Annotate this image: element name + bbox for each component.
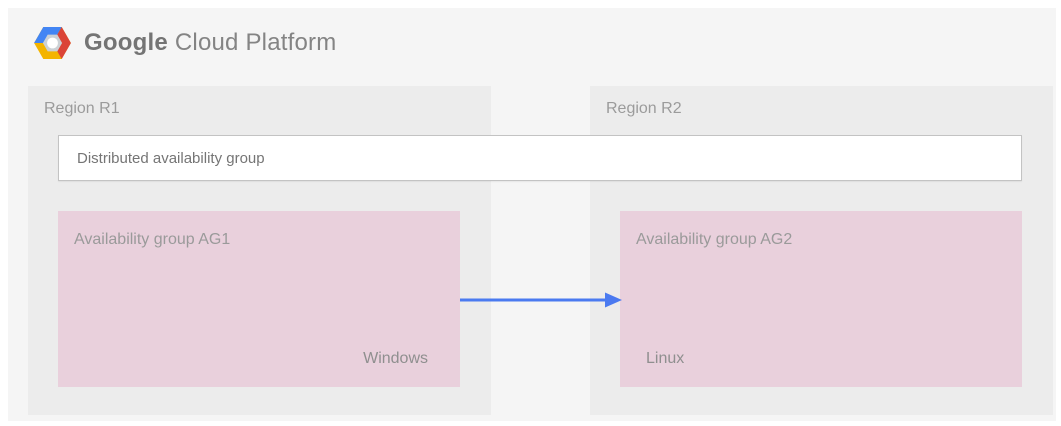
availability-group-ag2-box: Availability group AG2 Linux: [620, 211, 1022, 387]
distributed-availability-group-box: Distributed availability group: [58, 135, 1022, 181]
availability-group-ag2-label: Availability group AG2: [636, 231, 793, 248]
distributed-availability-group-label: Distributed availability group: [77, 149, 265, 167]
gcp-hexagon-icon: [34, 27, 71, 59]
region-r2-label: Region R2: [606, 100, 682, 117]
region-r1-label: Region R1: [44, 100, 120, 117]
ag1-os-label-windows: Windows: [363, 350, 428, 367]
ag2-os-label-linux: Linux: [646, 350, 685, 367]
brand-cloud-platform: Cloud Platform: [174, 29, 337, 56]
replication-arrow-icon: [460, 292, 622, 308]
availability-group-ag1-box: Availability group AG1 Windows: [58, 211, 460, 387]
availability-group-ag1-label: Availability group AG1: [74, 231, 231, 248]
brand-google: Google: [84, 29, 168, 56]
